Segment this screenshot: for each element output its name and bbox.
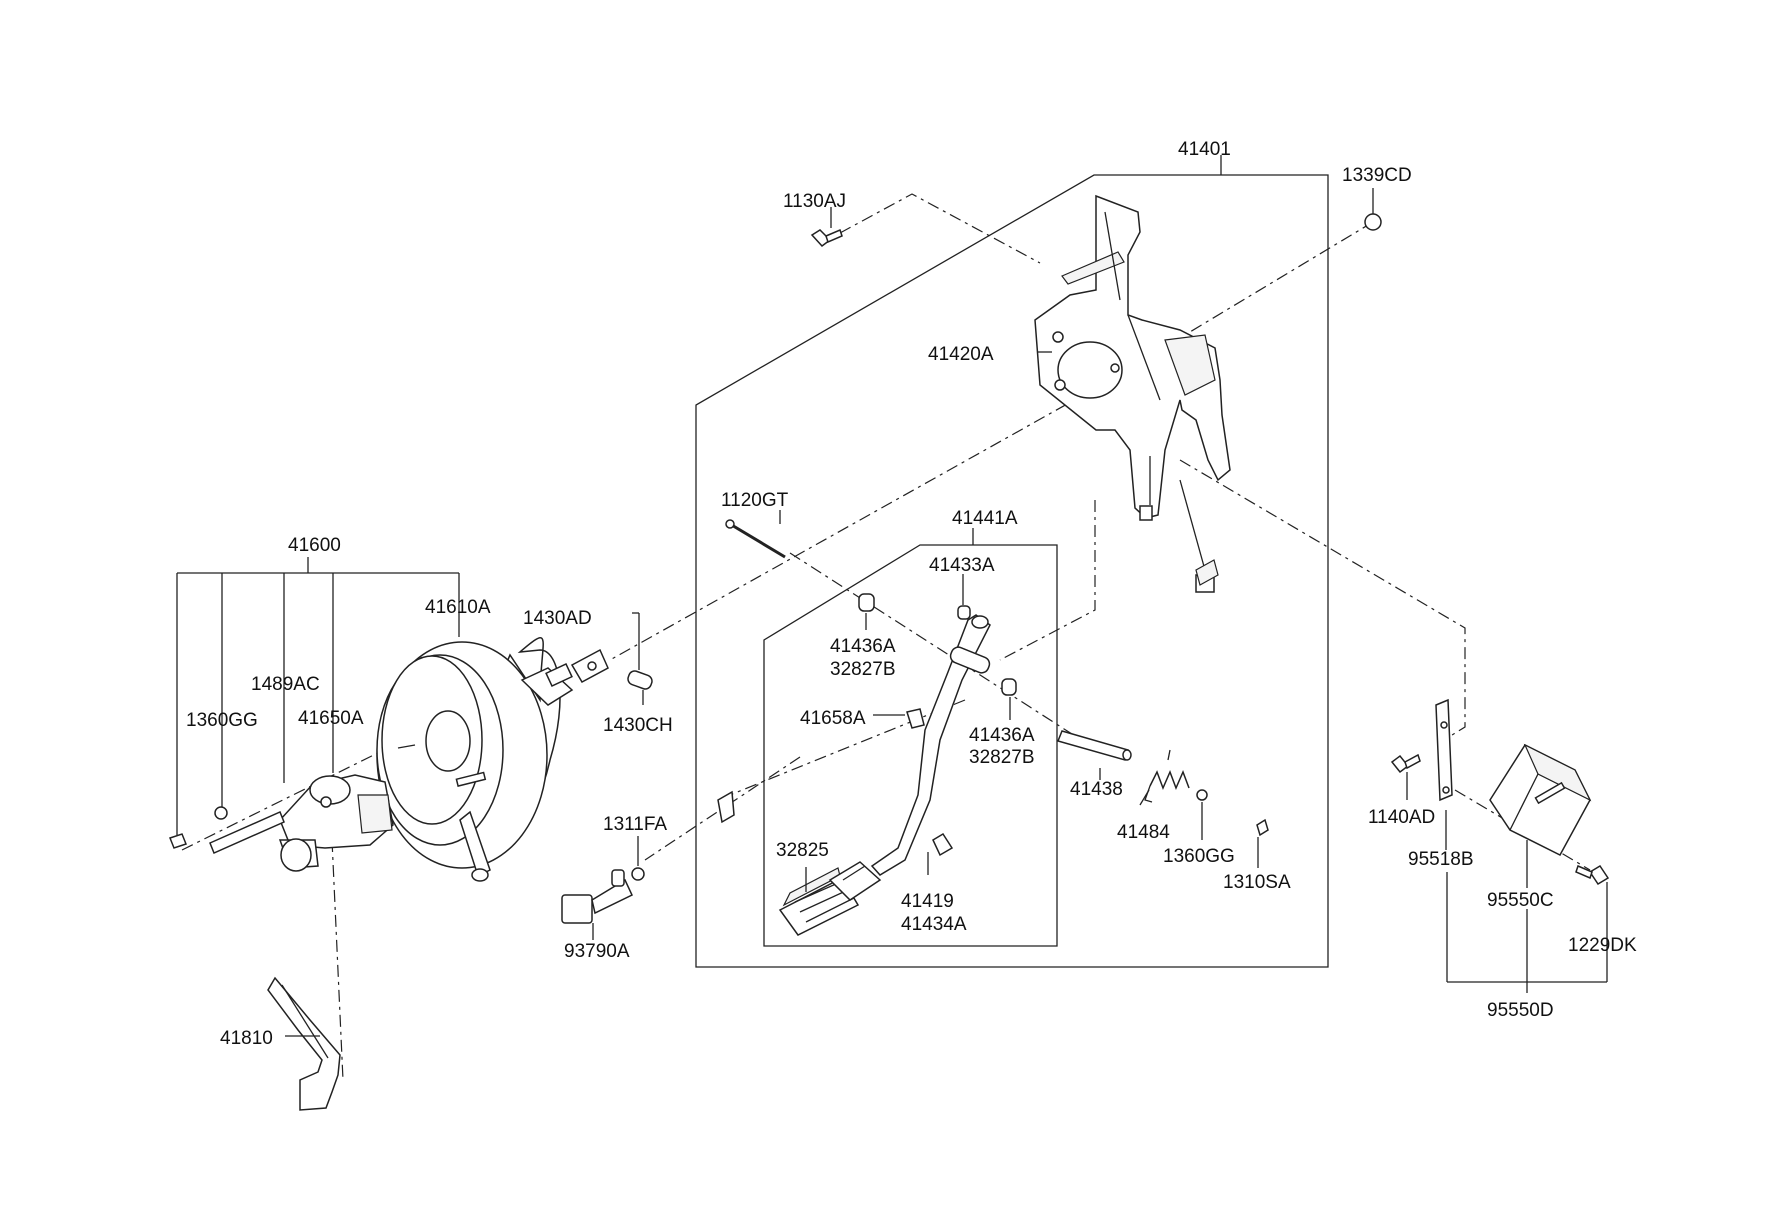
leader-lines <box>285 188 1608 1037</box>
label-95518B: 95518B <box>1408 849 1474 870</box>
label-1311FA: 1311FA <box>603 814 667 835</box>
bracket-95518B <box>1435 698 1453 802</box>
label-41420A: 41420A <box>928 344 994 365</box>
group-box-41401 <box>695 155 1329 968</box>
label-95550D: 95550D <box>1487 1000 1554 1021</box>
label-41433A: 41433A <box>929 555 995 576</box>
label-1489AC: 1489AC <box>251 674 320 695</box>
label-1229DK: 1229DK <box>1568 935 1637 956</box>
label-1360GG-right: 1360GG <box>1163 846 1235 867</box>
label-41441A: 41441A <box>952 508 1018 529</box>
bushing-41436A-lower <box>1001 678 1017 696</box>
label-41650A: 41650A <box>298 708 364 729</box>
label-41600: 41600 <box>288 535 341 556</box>
hose-41810 <box>267 976 341 1111</box>
switch-93790A <box>561 869 633 924</box>
label-41436A-lower: 41436A <box>969 725 1035 746</box>
label-1430CH: 1430CH <box>603 715 673 736</box>
label-1120GT: 1120GT <box>721 490 789 511</box>
label-41810: 41810 <box>220 1028 273 1049</box>
label-1339CD: 1339CD <box>1342 165 1412 186</box>
label-32827B-upper: 32827B <box>830 659 896 680</box>
bracket-small-left <box>717 790 735 824</box>
label-41434A: 41434A <box>901 914 967 935</box>
spring-41484 <box>1144 749 1190 803</box>
bushing-41433A <box>957 605 971 620</box>
pin-1430CH <box>627 670 653 690</box>
label-95550C: 95550C <box>1487 890 1554 911</box>
pedal-bracket-41420A <box>1034 194 1231 593</box>
label-1130AJ: 1130AJ <box>783 191 846 212</box>
bushing-41436A-upper <box>858 593 875 612</box>
label-41436A-upper: 41436A <box>830 636 896 657</box>
clevis-1430AD <box>570 648 609 684</box>
part-labels: 41401 1130AJ 1339CD 41420A 1120GT 41441A… <box>186 139 1637 1049</box>
brake-booster-41610A <box>376 637 574 882</box>
bolt-1120GT <box>725 519 786 559</box>
bolt-1140AD <box>1390 753 1421 774</box>
stopper-41419 <box>932 832 954 857</box>
nut-1311FA <box>631 867 645 881</box>
bolt-1229DK <box>1575 864 1610 886</box>
label-1310SA: 1310SA <box>1223 872 1291 893</box>
label-41401: 41401 <box>1178 139 1231 160</box>
group-box-41441A <box>763 528 1058 947</box>
label-41419: 41419 <box>901 891 954 912</box>
label-41484: 41484 <box>1117 822 1170 843</box>
nut-1360GG-left <box>214 806 228 820</box>
nut-1360GG-right <box>1196 789 1208 801</box>
bracket-41600 <box>176 557 460 835</box>
label-93790A: 93790A <box>564 941 630 962</box>
label-41658A: 41658A <box>800 708 866 729</box>
label-41438: 41438 <box>1070 779 1123 800</box>
bolt-1130AJ <box>810 228 843 248</box>
stopper-41658A <box>906 708 925 729</box>
label-1360GG-left: 1360GG <box>186 710 258 731</box>
pedal-arm-41441A <box>870 614 991 876</box>
pin-41438 <box>1056 730 1132 761</box>
module-95550C <box>1489 743 1592 856</box>
label-1430AD: 1430AD <box>523 608 592 629</box>
label-32825: 32825 <box>776 840 829 861</box>
label-1140AD: 1140AD <box>1368 807 1435 828</box>
nut-1310SA <box>1256 818 1269 837</box>
pedal-pad-32825 <box>778 861 882 936</box>
stud-1489AC <box>209 810 285 855</box>
label-32827B-lower: 32827B <box>969 747 1035 768</box>
bracket-95550D <box>1446 872 1608 993</box>
nut-1339CD <box>1364 213 1382 231</box>
nut-small-left <box>169 833 187 849</box>
master-cylinder-41650A <box>278 774 394 872</box>
label-41610A: 41610A <box>425 597 491 618</box>
